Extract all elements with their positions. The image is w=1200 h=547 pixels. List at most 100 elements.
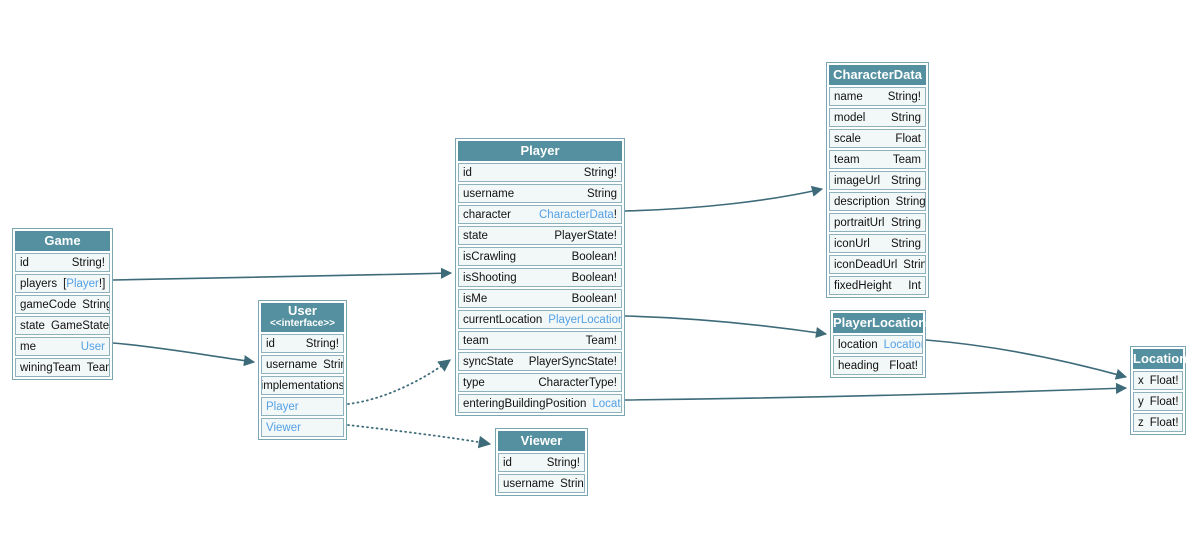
field-name: state xyxy=(20,320,45,332)
implementation-link-row: Viewer xyxy=(261,418,344,437)
field-name: location xyxy=(838,339,878,351)
field-type: Boolean! xyxy=(571,251,617,263)
edge-Player.enteringBuildingPosition-to-Location xyxy=(624,382,1128,401)
field-name: isCrawling xyxy=(463,251,517,263)
table-header[interactable]: Viewer xyxy=(498,431,585,451)
type-link[interactable]: Viewer xyxy=(266,422,301,434)
field-name: syncState xyxy=(463,356,514,368)
implementation-link-row: Player xyxy=(261,397,344,416)
field-type: CharacterType! xyxy=(538,377,617,389)
field-type: Team! xyxy=(585,335,617,347)
type-link[interactable]: CharacterData xyxy=(539,209,614,221)
field-name: x xyxy=(1138,375,1144,387)
table-header[interactable]: CharacterData xyxy=(829,65,926,85)
field-type: Float! xyxy=(1149,417,1179,429)
field-name: z xyxy=(1138,417,1144,429)
field-type: Int xyxy=(908,280,921,292)
field-type: String xyxy=(895,196,926,208)
type-link[interactable]: PlayerLocation xyxy=(548,314,622,326)
field-type: String xyxy=(890,238,921,250)
type-node-playerlocation[interactable]: PlayerLocation location Location! headingF… xyxy=(830,310,926,378)
field-name: heading xyxy=(838,360,879,372)
field-type: Team xyxy=(892,154,921,166)
field-name: portraitUrl xyxy=(834,217,885,229)
field-row: state GameState! xyxy=(15,316,110,335)
field-row: enteringBuildingPosition Location xyxy=(458,394,622,413)
field-type: String xyxy=(323,359,343,371)
table-header[interactable]: Location xyxy=(1133,349,1187,369)
field-type: String! xyxy=(305,338,339,350)
field-name: name xyxy=(834,91,863,103)
field-row: players[Player!] xyxy=(15,274,110,293)
field-name: y xyxy=(1138,396,1144,408)
field-name: type xyxy=(463,377,485,389)
field-type: Location! xyxy=(883,336,923,353)
field-type: GameState! xyxy=(50,320,110,332)
field-row: iconDeadUrlString xyxy=(829,255,926,274)
field-name: username xyxy=(503,478,555,490)
field-row: imageUrl String xyxy=(829,171,926,190)
field-name: character xyxy=(463,209,511,221)
table-header[interactable]: Game xyxy=(15,231,110,251)
table-header[interactable]: PlayerLocation xyxy=(833,313,926,333)
type-link[interactable]: Location xyxy=(883,339,923,351)
field-type: Team xyxy=(86,362,109,374)
type-link[interactable]: Player xyxy=(66,278,99,290)
edge-Game.players-to-Player xyxy=(112,267,453,281)
field-type: String xyxy=(890,175,921,187)
field-name: enteringBuildingPosition xyxy=(463,398,587,410)
interface-stereotype: <<interface>> xyxy=(269,318,336,329)
field-type: PlayerLocation! xyxy=(548,311,622,328)
field-name: isMe xyxy=(463,293,488,305)
table-header[interactable]: User <<interface>> xyxy=(261,303,344,332)
field-name: username xyxy=(266,359,318,371)
field-type: Location xyxy=(592,395,621,412)
field-name: imageUrl xyxy=(834,175,881,187)
field-name: scale xyxy=(834,133,861,145)
field-row: scale Float xyxy=(829,129,926,148)
field-type: [Player!] xyxy=(63,278,106,290)
field-row: z Float! xyxy=(1133,413,1183,432)
edge-Player.character-to-CharacterData xyxy=(624,185,824,212)
type-link[interactable]: User xyxy=(80,341,105,353)
field-type: String xyxy=(890,112,921,124)
field-type: Float xyxy=(895,133,921,145)
field-type: String! xyxy=(82,299,109,311)
field-row: username String xyxy=(261,355,344,374)
field-row: type CharacterType! xyxy=(458,373,622,392)
field-type: String! xyxy=(71,257,105,269)
table-header[interactable]: Player xyxy=(458,141,622,161)
field-row: gameCodeString! xyxy=(15,295,110,314)
field-type: String! xyxy=(583,167,617,179)
type-link[interactable]: Location xyxy=(592,398,621,410)
field-type: Boolean! xyxy=(571,272,617,284)
field-name: id xyxy=(503,457,512,469)
type-link[interactable]: Player xyxy=(266,401,299,413)
